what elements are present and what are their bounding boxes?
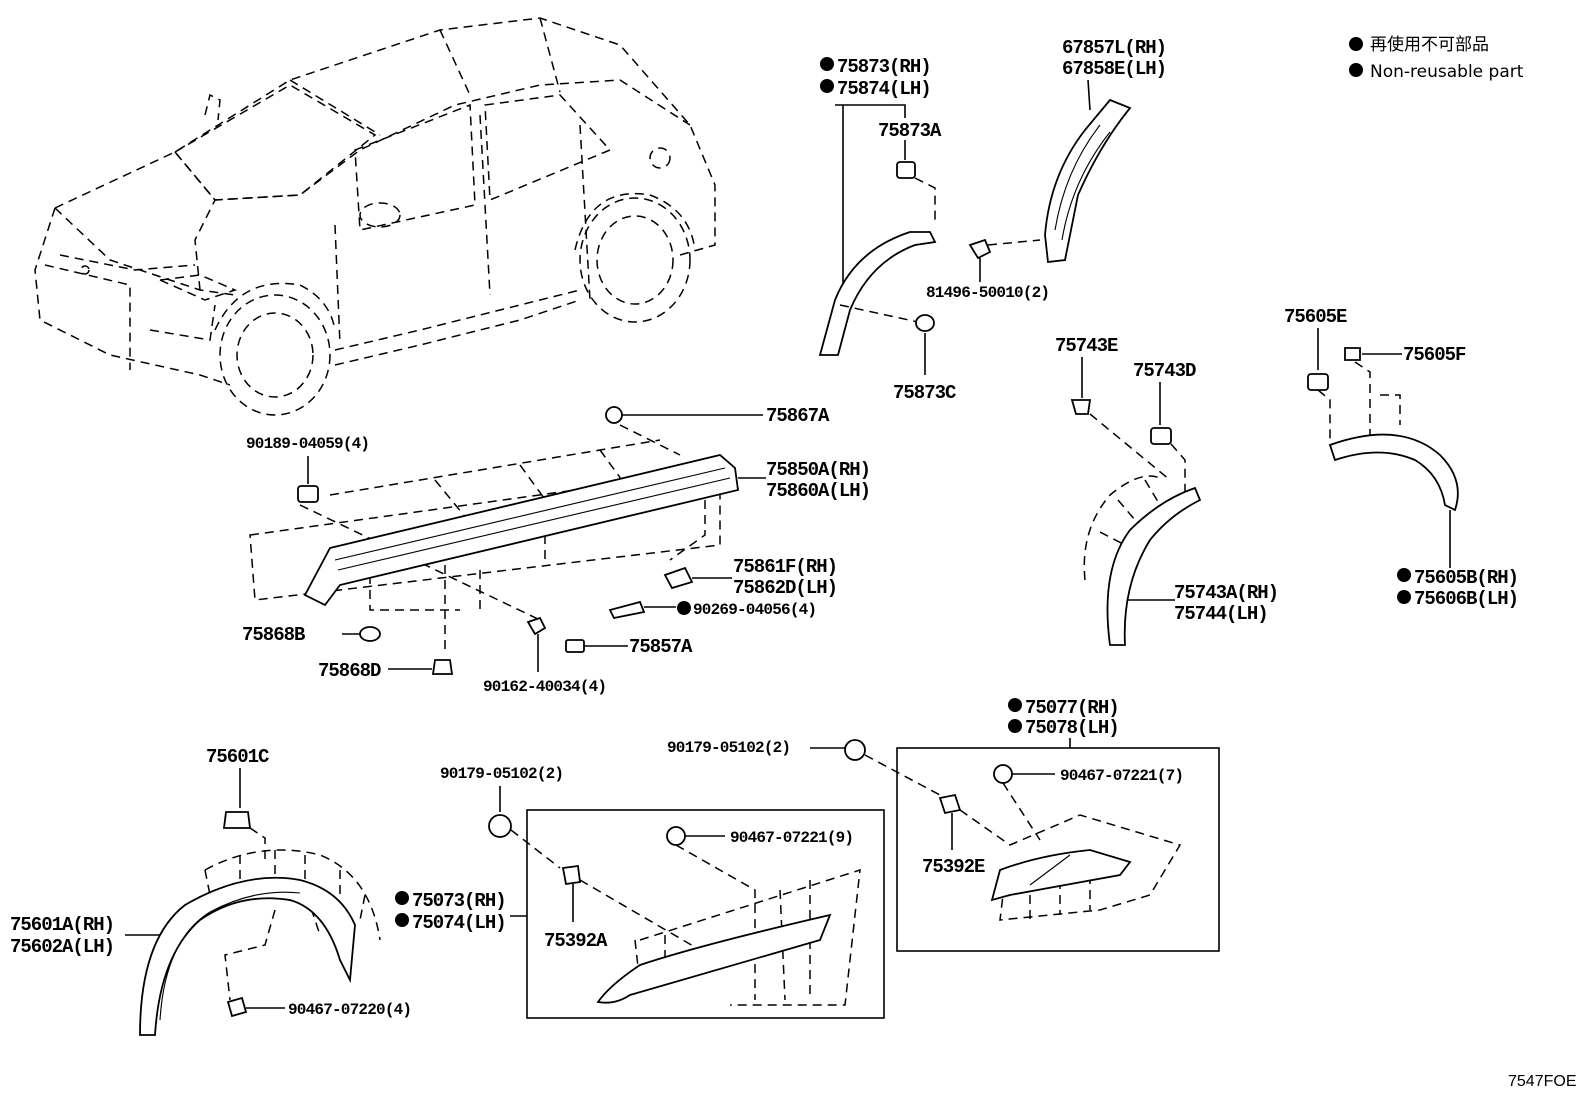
quarter-molding-75077-group: 75077(RH) 75078(LH) 90179-05102(2) 90467…	[667, 697, 1220, 952]
nut-90179-a	[488, 814, 512, 838]
cap-75873c	[915, 314, 935, 332]
non-reusable-bullet-icon	[1349, 63, 1363, 77]
part-number-75077: 75077(RH)	[1025, 697, 1119, 719]
part-number-75744: 75744(LH)	[1174, 603, 1268, 625]
molding-75743a	[1106, 486, 1202, 646]
part-number-75601c: 75601C	[206, 746, 269, 768]
clip-90189	[297, 485, 319, 503]
diagram-code: 7547FOE	[1508, 1073, 1576, 1090]
molding-75073	[596, 913, 832, 1004]
clip-75743e	[1070, 399, 1092, 415]
part-number-90269: 90269-04056(4)	[693, 601, 816, 619]
clip-75601c	[222, 811, 252, 829]
clip-90467-7	[993, 764, 1013, 784]
door-molding-75073-group: 90179-05102(2) 90467-07221(9) 75073(RH) …	[395, 765, 885, 1019]
mudguard-group: 67857L(RH) 67858E(LH) 81496-50010(2)	[926, 37, 1167, 302]
part-number-75868b: 75868B	[242, 624, 305, 646]
part-number-67857l: 67857L(RH)	[1062, 37, 1166, 59]
part-number-75867a: 75867A	[766, 405, 830, 427]
clip-75605e	[1307, 373, 1329, 391]
part-number-90189: 90189-04059(4)	[246, 435, 369, 453]
part-number-75868d: 75868D	[318, 660, 381, 682]
part-number-75605e: 75605E	[1284, 306, 1347, 328]
rocker-panel-group: 75867A 90189-04059(4) 75850A(RH) 75860A(…	[242, 405, 871, 696]
part-number-75074: 75074(LH)	[412, 912, 506, 934]
mudguard-67857l	[1044, 98, 1132, 263]
part-number-75743a: 75743A(RH)	[1174, 582, 1278, 604]
part-number-90467-7: 90467-07221(7)	[1060, 767, 1183, 785]
part-number-75392e: 75392E	[922, 856, 985, 878]
molding-75077	[990, 849, 1132, 902]
part-number-67858e: 67858E(LH)	[1062, 58, 1166, 80]
part-number-90467-4: 90467-07220(4)	[288, 1001, 411, 1019]
front-wheel-opening-molding-group: 75601C 75601A(RH) 75602A(LH) 90467-07220…	[10, 746, 412, 1036]
screw-90162	[526, 616, 547, 636]
clip-75605f	[1344, 347, 1361, 361]
fender-liner-75873	[818, 231, 937, 356]
clip-75868b	[359, 626, 381, 642]
part-number-90467-9: 90467-07221(9)	[730, 829, 853, 847]
clip-75867a	[605, 406, 623, 424]
part-number-75873c: 75873C	[893, 382, 956, 404]
part-number-75606b: 75606B(LH)	[1414, 588, 1518, 610]
rocker-panel-75850a	[303, 454, 740, 607]
group-box-75077	[896, 747, 1220, 952]
part-number-75392a: 75392A	[544, 930, 608, 952]
nut-90179-b	[844, 739, 866, 761]
legend-en: Non-reusable part	[1370, 62, 1524, 82]
clip-75857a	[565, 639, 585, 653]
rear-molding-75605-group: 75605E 75605F 75605B(RH) 75606B(LH)	[1284, 306, 1519, 610]
front-fender-liner-group: 75873(RH) 75874(LH) 75873A 75873C	[818, 56, 957, 404]
legend: 再使用不可部品 Non-reusable part	[1349, 34, 1524, 82]
part-number-75862d: 75862D(LH)	[733, 577, 837, 599]
group-box-75073	[526, 809, 885, 1019]
part-number-75605f: 75605F	[1403, 344, 1466, 366]
rear-wheel-opening-molding-group: 75743E 75743D 75743A(RH) 75744(LH)	[1055, 335, 1279, 646]
vehicle-illustration	[34, 17, 716, 416]
part-number-75873-rh: 75873(RH)	[837, 56, 931, 78]
screw-90269	[608, 600, 646, 620]
non-reusable-bullet-icon	[1349, 37, 1363, 51]
part-number-75861f: 75861F(RH)	[733, 556, 837, 578]
bracket-75861f	[663, 566, 694, 590]
part-number-75602a: 75602A(LH)	[10, 936, 114, 958]
part-number-75857a: 75857A	[629, 636, 693, 658]
part-number-90179-b: 90179-05102(2)	[667, 739, 790, 757]
clip-75873a	[896, 161, 916, 179]
part-number-75873a: 75873A	[878, 120, 942, 142]
part-number-75850a: 75850A(RH)	[766, 459, 870, 481]
part-number-81496: 81496-50010(2)	[926, 284, 1049, 302]
part-number-75078: 75078(LH)	[1025, 717, 1119, 739]
part-number-75073: 75073(RH)	[412, 890, 506, 912]
part-number-75874-lh: 75874(LH)	[837, 78, 931, 100]
clip-90467-9	[666, 826, 686, 846]
clip-75392a	[561, 864, 582, 886]
clip-81496	[968, 238, 992, 260]
molding-75605b	[1328, 433, 1459, 512]
clip-75868d	[431, 659, 454, 675]
clip-75392e	[938, 793, 962, 815]
molding-75601a	[139, 876, 356, 1036]
part-number-90179-a: 90179-05102(2)	[440, 765, 563, 783]
clip-90467-4	[226, 996, 248, 1018]
part-number-75605b: 75605B(RH)	[1414, 567, 1518, 589]
legend-jp: 再使用不可部品	[1370, 34, 1489, 55]
clip-75743d	[1150, 427, 1172, 445]
part-number-75601a: 75601A(RH)	[10, 914, 114, 936]
part-number-90162: 90162-40034(4)	[483, 678, 606, 696]
part-number-75743d: 75743D	[1133, 360, 1196, 382]
part-number-75743e: 75743E	[1055, 335, 1118, 357]
part-number-75860a: 75860A(LH)	[766, 480, 870, 502]
